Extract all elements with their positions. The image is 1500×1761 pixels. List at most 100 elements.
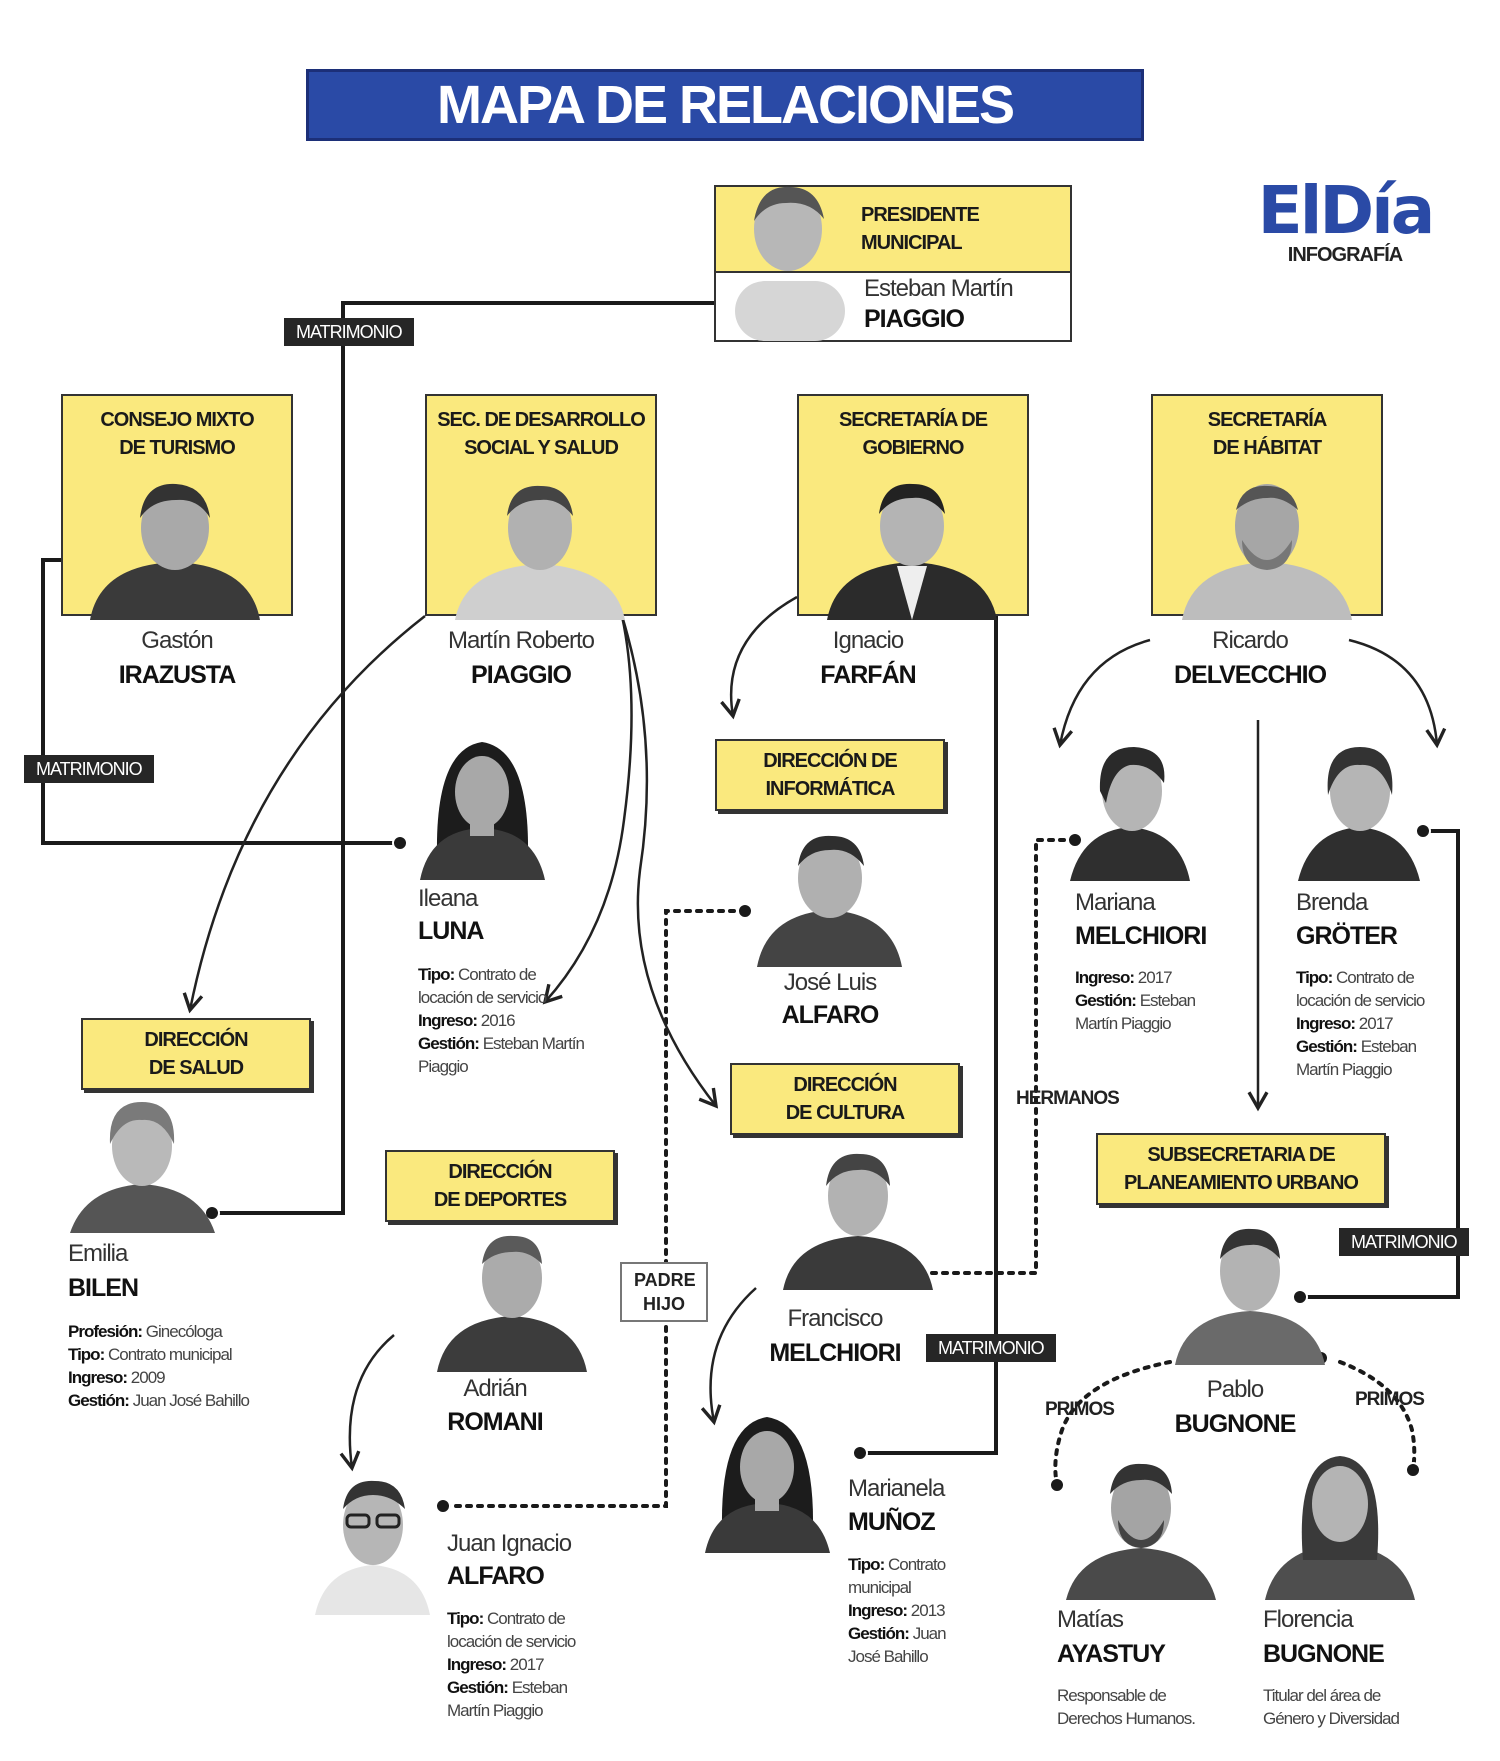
jialfaro-info-gestion: Gestión: Esteban Martín Piaggio xyxy=(447,1678,568,1720)
photo-jlalfaro xyxy=(757,835,902,967)
photo-ayastuy xyxy=(1066,1463,1216,1600)
jlalfaro-last: ALFARO xyxy=(781,1001,880,1029)
photo-delvecchio xyxy=(1182,484,1352,620)
munoz-info-gestion: Gestión: Juan José Bahillo xyxy=(848,1624,947,1666)
dot-jlalfaro xyxy=(737,903,753,919)
dot-fbugnone xyxy=(1405,1462,1421,1478)
tag-matrimonio-groter-bugnone: MATRIMONIO xyxy=(1339,1228,1469,1256)
line-matrimonio-groter-bugnone xyxy=(1300,829,1460,1299)
office-habitat-label: SECRETARÍA DE HÁBITAT xyxy=(1207,409,1328,459)
photo-bilen xyxy=(70,1102,215,1233)
line-padre-hijo xyxy=(441,909,747,1508)
luna-info-gestion: Gestión: Esteban Martín Piaggio xyxy=(418,1034,585,1076)
photo-fbugnone xyxy=(1265,1456,1415,1600)
jialfaro-first: Juan Ignacio xyxy=(447,1530,572,1557)
arrow-deportes-jialfaro xyxy=(339,1334,395,1472)
tag-matrimonio-piaggio-bilen: MATRIMONIO xyxy=(284,318,414,346)
tag-matrimonio-irazusta-luna: MATRIMONIO xyxy=(24,755,154,783)
line-primos-left xyxy=(1053,1360,1172,1487)
arrow-desarrollo-deportes xyxy=(542,615,633,1005)
photo-groter xyxy=(1298,747,1420,881)
mmelchiori-last: MELCHIORI xyxy=(1075,922,1207,950)
farfan-first: Ignacio xyxy=(832,627,904,654)
logo-main: ElDía xyxy=(1257,172,1436,249)
jialfaro-last: ALFARO xyxy=(447,1562,545,1590)
arrow-habitat-mariana xyxy=(1052,638,1151,749)
romani-first: Adrián xyxy=(463,1375,527,1402)
fbugnone-first: Florencia xyxy=(1263,1606,1354,1633)
groter-info-ingreso: Ingreso: 2017 xyxy=(1296,1014,1394,1033)
ayastuy-last: AYASTUY xyxy=(1057,1640,1166,1668)
box-subsec-planeamiento: SUBSECRETARIA DE PLANEAMIENTO URBANO xyxy=(1096,1133,1386,1205)
jlalfaro-first: José Luis xyxy=(783,969,877,996)
dot-luna xyxy=(392,835,408,851)
arrow-desarrollo-salud xyxy=(182,615,426,1014)
dot-mmelchiori xyxy=(1067,832,1083,848)
fmelchiori-first: Francisco xyxy=(787,1305,883,1332)
line-primos-right xyxy=(1338,1360,1417,1472)
arrow-desarrollo-cultura xyxy=(620,615,719,1109)
president-role: PRESIDENTE MUNICIPAL xyxy=(861,204,980,254)
jialfaro-info: Tipo: Contrato de locación de servicio I… xyxy=(447,1607,607,1722)
munoz-first: Marianela xyxy=(848,1475,945,1502)
mmelchiori-first: Mariana xyxy=(1075,889,1156,916)
office-deportes-label: DIRECCIÓN DE DEPORTES xyxy=(433,1161,567,1211)
munoz-info-tipo: Tipo: Contrato municipal xyxy=(848,1555,946,1597)
jialfaro-info-tipo: Tipo: Contrato de locación de servicio xyxy=(447,1609,576,1651)
line-matrimonio-piaggio-bilen xyxy=(212,301,730,1215)
label-primos-left: PRIMOS xyxy=(1045,1399,1115,1420)
photo-jialfaro xyxy=(315,1480,430,1615)
fmelchiori-last: MELCHIORI xyxy=(769,1339,901,1367)
luna-last: LUNA xyxy=(418,917,484,945)
jialfaro-info-ingreso: Ingreso: 2017 xyxy=(447,1655,545,1674)
dot-munoz xyxy=(852,1445,868,1461)
photo-irazusta xyxy=(90,483,260,620)
luna-info-ingreso: Ingreso: 2016 xyxy=(418,1011,516,1030)
luna-first: Ileana xyxy=(418,885,478,912)
bugnone-first: Pablo xyxy=(1206,1376,1264,1403)
office-cultura-label: DIRECCIÓN DE CULTURA xyxy=(785,1074,906,1124)
office-planeamiento-label: SUBSECRETARIA DE PLANEAMIENTO URBANO xyxy=(1124,1144,1359,1194)
page-title: MAPA DE RELACIONES FAMILIARES xyxy=(306,69,1144,201)
dot-groter xyxy=(1415,823,1431,839)
president-photo xyxy=(735,186,845,341)
groter-info-gestion: Gestión: Esteban Martín Piaggio xyxy=(1296,1037,1417,1079)
president-box: PRESIDENTE MUNICIPAL Esteban Martín PIAG… xyxy=(714,185,1072,342)
groter-info-tipo: Tipo: Contrato de locación de servicio xyxy=(1296,968,1425,1010)
box-dir-informatica: DIRECCIÓN DE INFORMÁTICA xyxy=(715,739,945,811)
groter-last: GRÖTER xyxy=(1296,922,1398,950)
groter-info: Tipo: Contrato de locación de servicio I… xyxy=(1296,966,1446,1081)
office-gobierno-label: SECRETARÍA DE GOBIERNO xyxy=(838,409,988,459)
bilen-info: Profesión: Ginecóloga Tipo: Contrato mun… xyxy=(68,1320,298,1412)
ayastuy-desc: Responsable de Derechos Humanos. xyxy=(1057,1686,1196,1728)
photo-farfan xyxy=(827,483,997,620)
bilen-info-ingreso: Ingreso: 2009 xyxy=(68,1368,166,1387)
tag-matrimonio-farfan-munoz: MATRIMONIO xyxy=(926,1334,1056,1362)
ayastuy-first: Matías xyxy=(1057,1606,1124,1633)
dot-jialfaro xyxy=(435,1498,451,1514)
photo-munoz-placeholder xyxy=(705,1417,830,1553)
romani-last: ROMANI xyxy=(447,1408,543,1436)
arrow-cultura-munoz xyxy=(700,1287,757,1426)
line-hermanos xyxy=(918,838,1077,1275)
office-informatica-label: DIRECCIÓN DE INFORMÁTICA xyxy=(763,750,898,800)
bilen-info-tipo: Tipo: Contrato municipal xyxy=(68,1345,233,1364)
delvecchio-first: Ricardo xyxy=(1212,627,1289,654)
office-salud-label: DIRECCIÓN DE SALUD xyxy=(144,1029,248,1079)
mmelchiori-info-ingreso: Ingreso: 2017 xyxy=(1075,968,1173,987)
fbugnone-desc: Titular del área de Género y Diversidad xyxy=(1263,1686,1400,1728)
arrow-habitat-brenda xyxy=(1348,638,1447,749)
photo-luna-placeholder xyxy=(420,742,545,880)
dot-bilen xyxy=(204,1205,220,1221)
box-dir-cultura: DIRECCIÓN DE CULTURA xyxy=(730,1063,960,1135)
fbugnone-last: BUGNONE xyxy=(1263,1640,1385,1668)
munoz-info: Tipo: Contrato municipal Ingreso: 2013 G… xyxy=(848,1553,968,1668)
mmelchiori-info-gestion: Gestión: Esteban Martín Piaggio xyxy=(1075,991,1196,1033)
arrow-gobierno-informatica xyxy=(720,595,798,720)
president-first-name: Esteban Martín xyxy=(864,275,1014,302)
office-desarrollo-label: SEC. DE DESARROLLO SOCIAL Y SALUD xyxy=(437,409,646,459)
bugnone-last: BUGNONE xyxy=(1174,1410,1297,1438)
mpiaggio-last: PIAGGIO xyxy=(471,661,572,689)
bilen-last: BILEN xyxy=(68,1274,139,1302)
photo-romani xyxy=(437,1235,587,1372)
